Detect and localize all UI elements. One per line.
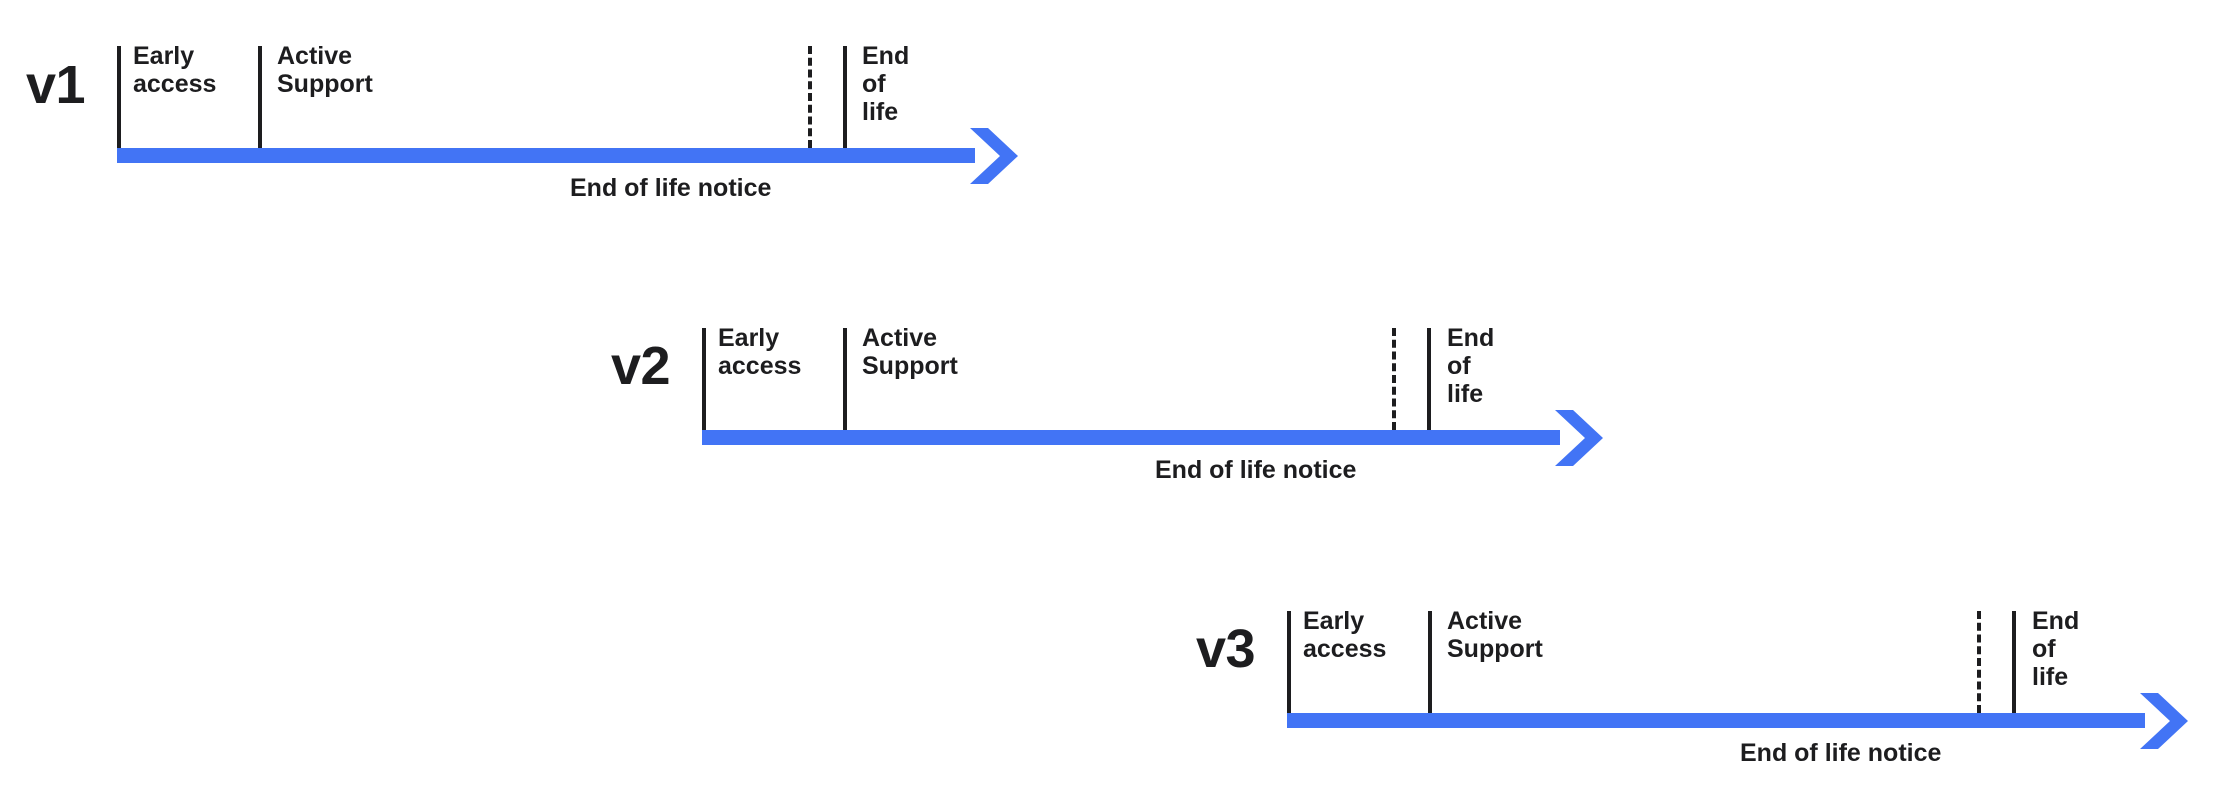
phase-label-early-access-v3: Early access <box>1303 607 1387 663</box>
phase-label-end-of-life-v3: End of life <box>2032 607 2080 691</box>
divider-end-of-life-start-v1 <box>843 46 847 148</box>
version-label-v2: v2 <box>611 336 671 396</box>
divider-early-access-start-v2 <box>702 328 706 430</box>
divider-end-of-life-start-v2 <box>1427 328 1431 430</box>
phase-label-end-of-life-v2: End of life <box>1447 324 1495 408</box>
version-label-v3: v3 <box>1196 619 1256 679</box>
timeline-track-v2 <box>702 410 1603 466</box>
timeline-bar-v3 <box>1287 713 2145 728</box>
divider-active-support-start-v2 <box>843 328 847 430</box>
divider-end-of-life-start-v3 <box>2012 611 2016 713</box>
timeline-track-v1 <box>117 128 1018 184</box>
phase-label-active-support-v2: Active Support <box>862 324 958 380</box>
phase-label-end-of-life-v1: End of life <box>862 42 910 126</box>
divider-early-access-start-v3 <box>1287 611 1291 713</box>
timeline-track-v3 <box>1287 693 2188 749</box>
divider-active-support-start-v3 <box>1428 611 1432 713</box>
divider-end-of-life-notice-v1 <box>808 46 812 148</box>
timeline-bar-v1 <box>117 148 975 163</box>
arrow-head-icon <box>970 128 1018 184</box>
timeline-bar-v2 <box>702 430 1560 445</box>
phase-label-early-access-v1: Early access <box>133 42 217 98</box>
notice-label-v2: End of life notice <box>1155 456 1357 484</box>
divider-early-access-start-v1 <box>117 46 121 148</box>
arrow-head-icon <box>2140 693 2188 749</box>
notice-label-v1: End of life notice <box>570 174 772 202</box>
phase-label-active-support-v3: Active Support <box>1447 607 1543 663</box>
arrow-head-icon <box>1555 410 1603 466</box>
divider-end-of-life-notice-v2 <box>1392 328 1396 430</box>
notice-label-v3: End of life notice <box>1740 739 1942 767</box>
phase-label-active-support-v1: Active Support <box>277 42 373 98</box>
divider-active-support-start-v1 <box>258 46 262 148</box>
phase-label-early-access-v2: Early access <box>718 324 802 380</box>
version-label-v1: v1 <box>26 55 86 115</box>
divider-end-of-life-notice-v3 <box>1977 611 1981 713</box>
